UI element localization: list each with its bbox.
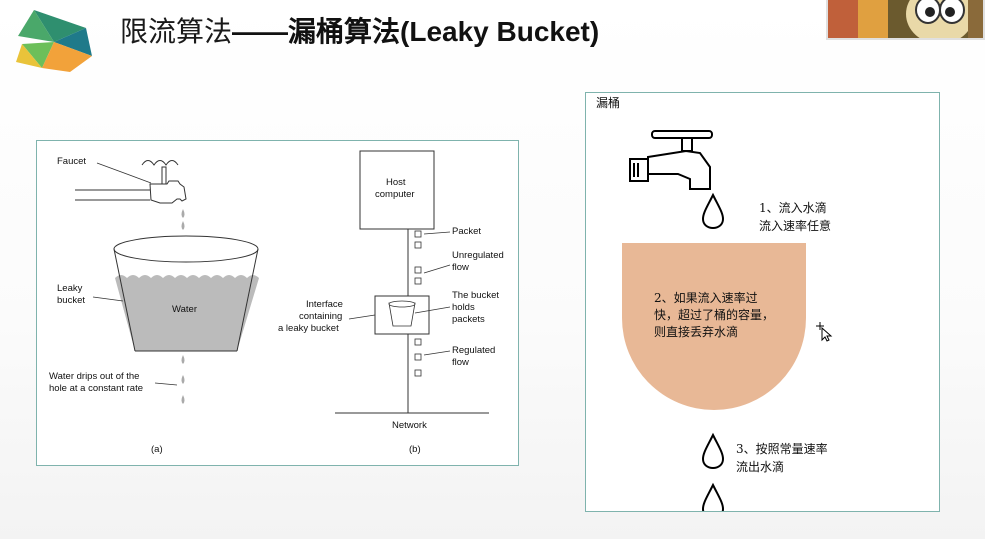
faucet-icon xyxy=(629,130,713,190)
interface-label-3: a leaky bucket xyxy=(278,323,339,334)
interface-label-2: containing xyxy=(299,311,342,322)
webcam-overlay xyxy=(826,0,985,40)
regulated-label-1: Regulated xyxy=(452,345,495,356)
step1-line1: 1、流入水滴 xyxy=(759,201,827,215)
holds-label-2: holds xyxy=(452,302,475,313)
leaky-label-2: bucket xyxy=(57,295,85,306)
move-cursor-icon xyxy=(816,320,834,342)
bucket-shape xyxy=(622,243,806,410)
step3-line1: 3、按照常量速率 xyxy=(736,442,828,456)
panel-title: 漏桶 xyxy=(596,96,621,110)
leaky-bucket-diagram: 漏桶 1、流入水滴 流入速率任意 2、如果流入速率过 快，超过了桶的容量， 则直… xyxy=(585,92,940,512)
faucet-icon xyxy=(75,160,187,204)
leaky-label-1: Leaky xyxy=(57,283,83,294)
host-label-1: Host xyxy=(386,177,406,188)
water-drop-icon xyxy=(701,192,725,230)
caption-b: (b) xyxy=(409,444,421,455)
step2-line3: 则直接丢弃水滴 xyxy=(654,325,739,339)
water-drop-icon xyxy=(701,482,725,511)
packet-label: Packet xyxy=(452,226,481,237)
network-label: Network xyxy=(392,420,427,431)
leaky-bucket-figure: Faucet Water Leaky bucket Water drips ou… xyxy=(36,140,519,466)
title-part2: ——漏桶算法(Leaky Bucket) xyxy=(232,16,600,47)
faucet-label: Faucet xyxy=(57,156,86,167)
page-title: 限流算法——漏桶算法(Leaky Bucket) xyxy=(120,12,599,52)
water-label: Water xyxy=(172,304,197,315)
logo-icon xyxy=(14,6,98,72)
title-part1: 限流算法 xyxy=(120,16,233,47)
bucket-drawing xyxy=(113,235,259,352)
drips-label-1: Water drips out of the xyxy=(49,371,139,382)
step2-line1: 2、如果流入速率过 xyxy=(654,291,758,305)
holds-label-3: packets xyxy=(452,314,485,325)
unregulated-label-1: Unregulated xyxy=(452,250,504,261)
step3-line2: 流出水滴 xyxy=(736,460,785,474)
unregulated-label-2: flow xyxy=(452,262,469,273)
caption-a: (a) xyxy=(151,444,163,455)
holds-label-1: The bucket xyxy=(452,290,499,301)
water-drop-icon xyxy=(701,432,725,470)
interface-label-1: Interface xyxy=(306,299,343,310)
regulated-label-2: flow xyxy=(452,357,469,368)
step1-line2: 流入速率任意 xyxy=(759,219,832,233)
drips-label-2: hole at a constant rate xyxy=(49,383,143,394)
host-label-2: computer xyxy=(375,189,415,200)
step2-line2: 快，超过了桶的容量， xyxy=(654,308,775,322)
